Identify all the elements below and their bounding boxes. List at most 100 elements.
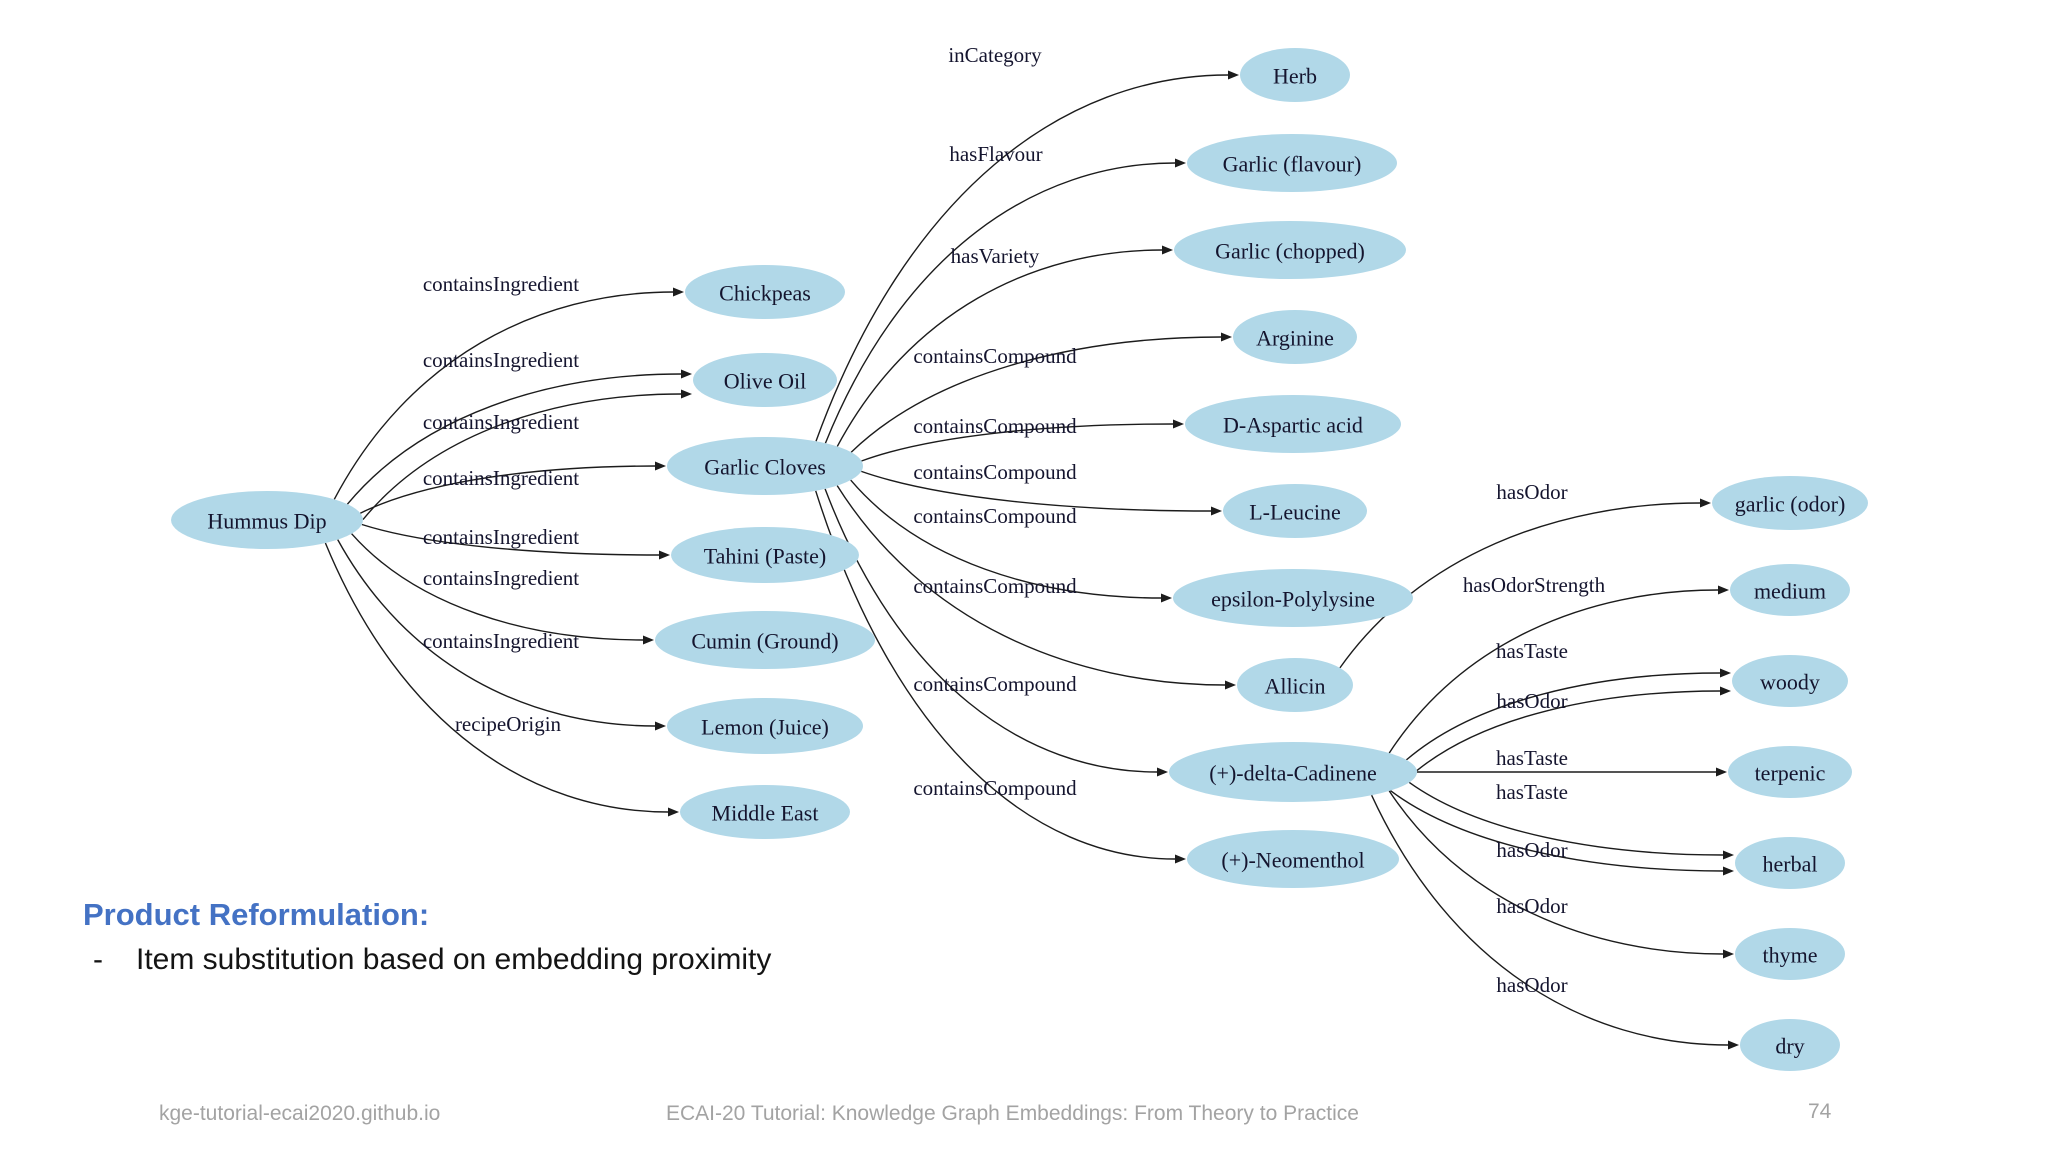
edge-hummus-dip-tahini-paste: [361, 523, 670, 560]
edge-garlic-cloves-arginine: [850, 332, 1232, 453]
edge-garlic-cloves-allicin: [836, 485, 1236, 690]
node-label-chickpeas: Chickpeas: [719, 281, 811, 306]
edge-label-hasOdor: hasOdor: [1496, 894, 1567, 918]
edge-delta-cadinene-woody: [1416, 686, 1731, 772]
edge-delta-cadinene-woody: [1405, 668, 1731, 761]
node-label-tahini-paste: Tahini (Paste): [704, 544, 826, 569]
node-ellipse-garlic-odor: [1712, 476, 1868, 530]
node-label-l-leucine: L-Leucine: [1249, 500, 1341, 525]
node-label-delta-cadinene: (+)-delta-Cadinene: [1209, 761, 1377, 786]
node-ellipse-chickpeas: [685, 265, 845, 319]
node-ellipse-arginine: [1233, 310, 1357, 364]
node-ellipse-delta-cadinene: [1169, 742, 1417, 802]
node-ellipse-terpenic: [1728, 746, 1852, 798]
node-label-allicin: Allicin: [1264, 674, 1325, 699]
node-ellipse-l-leucine: [1223, 484, 1367, 538]
node-ellipse-cumin-ground: [655, 611, 875, 669]
edge-label-hasOdor: hasOdor: [1496, 973, 1567, 997]
bullet-text: Item substitution based on embedding pro…: [136, 943, 772, 976]
edge-garlic-cloves-d-aspartic-acid: [861, 419, 1184, 462]
node-ellipse-allicin: [1237, 658, 1353, 712]
edge-label-containsIngredient: containsIngredient: [423, 272, 579, 296]
node-label-lemon-juice: Lemon (Juice): [701, 715, 829, 740]
edge-label-containsIngredient: containsIngredient: [423, 566, 579, 590]
node-label-d-aspartic-acid: D-Aspartic acid: [1223, 413, 1363, 438]
edge-label-hasVariety: hasVariety: [951, 244, 1040, 268]
node-ellipse-neomenthol: [1187, 830, 1399, 888]
node-label-garlic-chopped: Garlic (chopped): [1215, 239, 1365, 264]
edge-garlic-cloves-epsilon-polylysine: [850, 479, 1172, 603]
node-label-garlic-odor: garlic (odor): [1735, 492, 1846, 517]
edge-garlic-cloves-delta-cadinene: [824, 488, 1168, 777]
node-label-middle-east: Middle East: [712, 801, 819, 826]
node-label-herb: Herb: [1273, 64, 1317, 89]
edge-garlic-cloves-garlic-chopped: [836, 245, 1173, 447]
edge-garlic-cloves-garlic-flavour: [824, 158, 1186, 444]
edge-label-containsCompound: containsCompound: [913, 460, 1077, 484]
node-ellipse-hummus-dip: [171, 491, 363, 549]
edge-hummus-dip-olive-oil: [346, 369, 692, 505]
edge-delta-cadinene-herbal: [1389, 790, 1734, 876]
node-label-terpenic: terpenic: [1755, 761, 1826, 786]
edge-label-containsIngredient: containsIngredient: [423, 410, 579, 434]
edge-label-containsCompound: containsCompound: [913, 344, 1077, 368]
node-label-thyme: thyme: [1763, 943, 1818, 968]
edge-label-inCategory: inCategory: [948, 43, 1042, 67]
edge-label-containsCompound: containsCompound: [913, 414, 1077, 438]
node-ellipse-medium: [1730, 564, 1850, 616]
node-label-dry: dry: [1775, 1034, 1804, 1059]
node-label-epsilon-polylysine: epsilon-Polylysine: [1211, 587, 1375, 612]
edge-label-containsCompound: containsCompound: [913, 776, 1077, 800]
node-ellipse-olive-oil: [693, 353, 837, 407]
edge-label-containsIngredient: containsIngredient: [423, 525, 579, 549]
edge-delta-cadinene-thyme: [1388, 790, 1734, 959]
node-ellipse-d-aspartic-acid: [1185, 395, 1401, 453]
edge-hummus-dip-garlic-cloves: [359, 461, 666, 514]
edge-delta-cadinene-medium: [1388, 585, 1729, 754]
edge-label-hasFlavour: hasFlavour: [949, 142, 1042, 166]
edge-label-hasTaste: hasTaste: [1496, 746, 1568, 770]
edge-label-hasOdor: hasOdor: [1496, 838, 1567, 862]
node-ellipse-dry: [1740, 1019, 1840, 1071]
footer-center-title: ECAI-20 Tutorial: Knowledge Graph Embedd…: [666, 1102, 1359, 1125]
node-label-hummus-dip: Hummus Dip: [207, 509, 326, 534]
node-ellipse-garlic-chopped: [1174, 221, 1406, 279]
edge-allicin-garlic-odor: [1339, 498, 1711, 669]
node-label-garlic-cloves: Garlic Cloves: [704, 455, 826, 480]
node-label-arginine: Arginine: [1256, 326, 1334, 351]
node-ellipse-herbal: [1735, 837, 1845, 889]
edge-label-hasOdor: hasOdor: [1496, 480, 1567, 504]
edge-hummus-dip-lemon-juice: [337, 539, 666, 731]
footer-left-url: kge-tutorial-ecai2020.github.io: [159, 1102, 441, 1125]
footer-page-number: 74: [1808, 1100, 1832, 1123]
node-label-olive-oil: Olive Oil: [724, 369, 807, 394]
edge-hummus-dip-olive-oil: [362, 389, 692, 521]
edge-label-hasOdorStrength: hasOdorStrength: [1463, 573, 1606, 597]
node-ellipse-woody: [1732, 655, 1848, 707]
edge-label-hasOdor: hasOdor: [1496, 689, 1567, 713]
edge-hummus-dip-chickpeas: [333, 287, 684, 500]
edge-label-containsIngredient: containsIngredient: [423, 629, 579, 653]
edge-label-hasTaste: hasTaste: [1496, 639, 1568, 663]
bullet-line: -Item substitution based on embedding pr…: [93, 943, 771, 977]
bullet-marker: -: [93, 943, 103, 976]
edge-label-containsCompound: containsCompound: [913, 504, 1077, 528]
edge-label-containsCompound: containsCompound: [913, 574, 1077, 598]
edge-delta-cadinene-herbal: [1408, 781, 1734, 860]
node-label-cumin-ground: Cumin (Ground): [691, 629, 838, 654]
node-label-garlic-flavour: Garlic (flavour): [1223, 152, 1362, 177]
edge-garlic-cloves-l-leucine: [861, 470, 1222, 516]
node-ellipse-epsilon-polylysine: [1173, 569, 1413, 627]
edge-delta-cadinene-dry: [1370, 794, 1739, 1050]
node-ellipse-tahini-paste: [671, 527, 859, 583]
edge-label-recipeOrigin: recipeOrigin: [455, 712, 562, 736]
node-ellipse-garlic-cloves: [667, 437, 863, 495]
graph-edge-labels: containsIngredient containsIngredient cont…: [423, 43, 1606, 997]
slide-title: Product Reformulation:: [83, 897, 430, 932]
edge-label-hasTaste: hasTaste: [1496, 780, 1568, 804]
edge-garlic-cloves-neomenthol: [815, 490, 1186, 864]
node-ellipse-thyme: [1735, 928, 1845, 980]
node-ellipse-herb: [1240, 48, 1350, 102]
